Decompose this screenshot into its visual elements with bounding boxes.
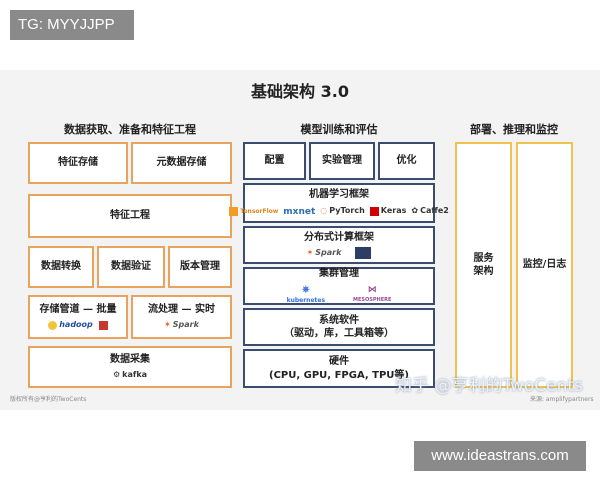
version-mgmt-label: 版本管理 — [180, 261, 220, 273]
flame-icon: ◌ — [320, 206, 328, 216]
monitoring-label: 监控/日志 — [522, 259, 567, 271]
tensorflow-icon — [229, 207, 239, 217]
box-stream-realtime: 流处理 — 实时 ✶ Spark — [131, 295, 232, 339]
hardware-label: 硬件 — [329, 356, 349, 367]
section-data: 数据获取、准备和特征工程 — [64, 123, 196, 136]
spark-logo-model: ✶ Spark — [307, 248, 342, 259]
box-version-mgmt: 版本管理 — [168, 246, 232, 288]
box-system-software: 系统软件 （驱动，库，工具箱等） — [243, 308, 435, 346]
box-config: 配置 — [243, 142, 306, 180]
box-distributed-framework: 分布式计算框架 ✶ Spark — [243, 226, 435, 264]
kafka-logo: ⚙ kafka — [113, 370, 147, 381]
experiment-label: 实验管理 — [322, 155, 362, 167]
optimize-label: 优化 — [396, 155, 417, 167]
kafka-icon: ⚙ — [112, 369, 121, 379]
data-collect-label: 数据采集 — [110, 354, 150, 366]
keras-logo-text: Keras — [380, 206, 407, 216]
data-transform-label: 数据转换 — [41, 261, 81, 273]
hadoop-logo-text: hadoop — [59, 319, 93, 329]
spark-logo-text: Spark — [172, 319, 199, 329]
cluster-label: 集群管理 — [319, 268, 359, 280]
mesosphere-logo: ⋈ MESOSPHERE — [353, 284, 391, 304]
section-model: 模型训练和评估 — [300, 123, 378, 136]
section-deploy: 部署、推理和监控 — [470, 123, 558, 136]
keras-icon — [369, 207, 379, 217]
box-optimize: 优化 — [378, 142, 435, 180]
mesosphere-logo-text: MESOSPHERE — [353, 297, 392, 304]
mxnet-logo: mxnet — [283, 206, 316, 217]
data-validate-label: 数据验证 — [111, 261, 151, 273]
system-sw-label: 系统软件 — [319, 314, 359, 326]
pytorch-logo-text: PyTorch — [329, 206, 365, 216]
helm-icon: ⎈ — [302, 284, 310, 295]
tag-label: TG: MYYJJPP — [10, 10, 134, 40]
box-hardware: 硬件 (CPU, GPU, FPGA, TPU等) — [243, 349, 435, 388]
spark-logo-model-text: Spark — [315, 247, 342, 257]
mesh-icon: ⋈ — [367, 285, 377, 296]
box-serving: 服务 架构 — [455, 142, 512, 388]
pytorch-logo: ◌ PyTorch — [320, 206, 364, 217]
config-label: 配置 — [264, 155, 285, 167]
elephant-icon — [48, 320, 58, 330]
kubernetes-logo-text: kubernetes — [286, 296, 326, 304]
box-data-validate: 数据验证 — [97, 246, 165, 288]
stream-realtime-label: 流处理 — 实时 — [148, 304, 215, 316]
serving-label: 服务 架构 — [473, 252, 494, 278]
copyright-text: 版权所有@亨利的TwoCents — [10, 396, 87, 403]
dist-framework-label: 分布式计算框架 — [304, 231, 374, 243]
box-pipeline-batch: 存储管道 — 批量 hadoop — [28, 295, 128, 339]
caffe2-logo-text: Caffe2 — [420, 206, 449, 216]
hardware-sub: (CPU, GPU, FPGA, TPU等) — [269, 369, 409, 381]
star-icon-model: ✶ — [306, 247, 314, 257]
hadoop-logo: hadoop — [48, 320, 93, 331]
box-feature-engineering: 特征工程 — [28, 194, 232, 238]
keras-logo: Keras — [369, 206, 407, 217]
spark-logo: ✶ Spark — [164, 320, 199, 331]
caffe2-icon: ✿ — [411, 206, 419, 216]
box-ml-framework: 机器学习框架 TensorFlow mxnet ◌ PyTorch Keras … — [229, 183, 449, 223]
box-cluster-mgmt: 集群管理 ⎈ kubernetes ⋈ MESOSPHERE — [243, 267, 435, 305]
box-monitoring: 监控/日志 — [516, 142, 573, 388]
caffe2-logo: ✿ Caffe2 — [411, 206, 448, 217]
box-data-collect: 数据采集 ⚙ kafka — [28, 346, 232, 388]
url-label: www.ideastrans.com — [414, 441, 586, 471]
box-data-transform: 数据转换 — [28, 246, 94, 288]
feature-store-label: 特征存储 — [58, 157, 98, 169]
ml-framework-label: 机器学习框架 — [309, 189, 369, 201]
aws-s3-icon — [98, 320, 108, 330]
box-metadata-store: 元数据存储 — [131, 142, 232, 184]
feature-eng-label: 特征工程 — [110, 210, 150, 222]
metadata-store-label: 元数据存储 — [156, 157, 207, 169]
box-feature-store: 特征存储 — [28, 142, 128, 184]
diagram-title: 基础架构 3.0 — [251, 82, 349, 101]
dask-icon — [355, 247, 372, 260]
tensorflow-logo-text: TensorFlow — [240, 207, 279, 215]
tensorflow-logo: TensorFlow — [229, 207, 279, 217]
kafka-logo-text: kafka — [122, 369, 148, 379]
kubernetes-logo: ⎈ kubernetes — [287, 284, 325, 305]
pipeline-batch-label: 存储管道 — 批量 — [39, 304, 117, 316]
star-icon: ✶ — [164, 319, 171, 329]
system-sw-sub: （驱动，库，工具箱等） — [284, 328, 394, 339]
box-experiment: 实验管理 — [309, 142, 375, 180]
watermark-text: 知乎 @亨利的TwoCents — [395, 376, 583, 396]
source-text: 来源: amplifypartners — [530, 396, 594, 403]
